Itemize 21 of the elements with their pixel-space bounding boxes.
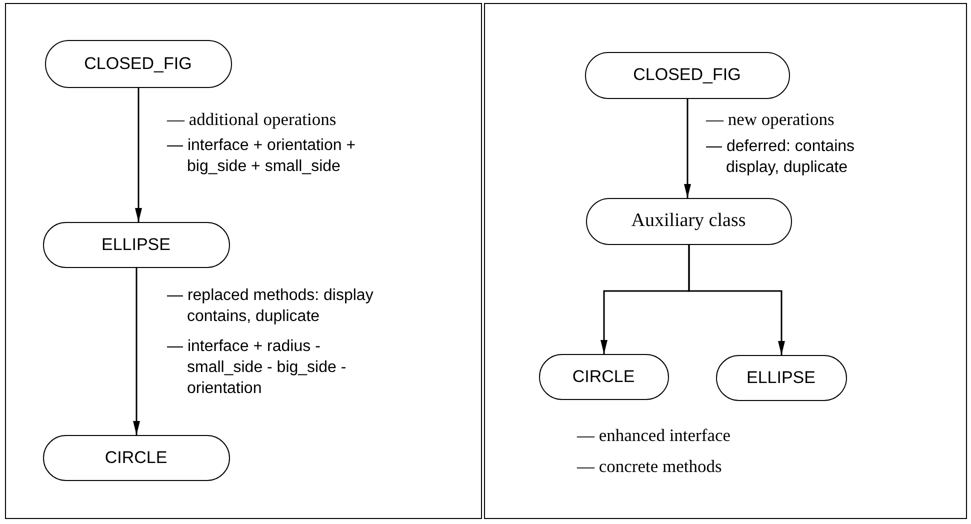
note-text: — enhanced interface <box>577 424 732 447</box>
note-text: — interface + radius - small_side - big_side - orientation <box>167 337 348 399</box>
note-text: — concrete methods <box>577 455 723 478</box>
note-text: — replaced methods: display contains, duplicate <box>167 286 374 327</box>
class-box: CLOSED_FIG <box>584 52 790 98</box>
class-box: ELLIPSE <box>42 222 230 268</box>
class-box: Auxiliary class <box>586 198 792 244</box>
note-text: — interface + orientation + big_side + small_side <box>167 136 357 177</box>
panel-frame <box>5 3 482 519</box>
arrow <box>133 268 140 435</box>
note-text: — additional operations <box>167 108 338 131</box>
panel-frame <box>484 3 967 519</box>
arrow <box>688 245 785 355</box>
class-box: ELLIPSE <box>716 354 846 400</box>
arrow <box>135 88 142 222</box>
class-box: CLOSED_FIG <box>44 40 232 88</box>
arrow <box>684 99 691 198</box>
note-text: — deferred: contains display, duplicate <box>706 137 856 178</box>
note-text: — new operations <box>706 108 836 131</box>
class-box: CIRCLE <box>538 354 668 400</box>
class-box: CIRCLE <box>42 434 230 480</box>
